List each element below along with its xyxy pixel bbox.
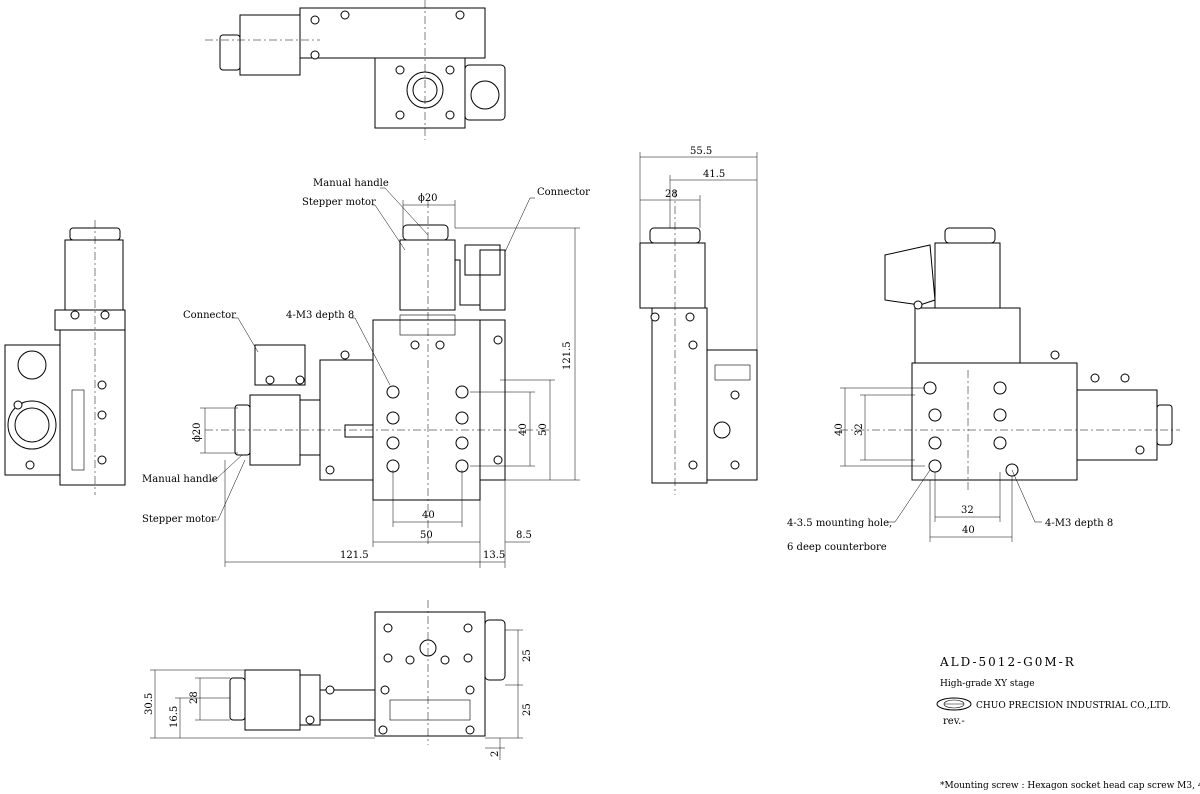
company-logo	[936, 697, 972, 711]
back-view-dimensions	[840, 387, 1013, 542]
top-view	[205, 0, 506, 140]
right-side-view	[639, 190, 758, 495]
dim-back-32-vert: 32	[854, 423, 865, 436]
bottom-view	[229, 600, 506, 745]
dim-front-40-vert: 40	[518, 423, 529, 436]
dim-back-32-horiz: 32	[961, 505, 974, 516]
right-side-dimensions	[639, 152, 758, 350]
dim-bottom-30-5: 30.5	[144, 693, 155, 715]
front-view	[205, 200, 550, 545]
stepper-motor-top-label: Stepper motor	[302, 197, 376, 208]
front-view-dimensions	[200, 200, 580, 568]
mounting-hole-label-line1: 4-3.5 mounting hole,	[787, 518, 892, 529]
dim-phi20-left: ϕ20	[192, 422, 203, 442]
product-subtitle: High-grade XY stage	[940, 679, 1035, 689]
dim-back-40-vert: 40	[834, 423, 845, 436]
manual-handle-bottom-label: Manual handle	[142, 474, 218, 485]
dim-bottom-2: 2	[490, 751, 501, 757]
company-name: CHUO PRECISION INDUSTRIAL CO.,LTD.	[976, 701, 1171, 711]
dim-side-41-5: 41.5	[703, 169, 725, 180]
dim-front-height: 121.5	[562, 341, 573, 370]
dim-bottom-16-5: 16.5	[169, 706, 180, 728]
tapped-holes-back-label: 4-M3 depth 8	[1045, 518, 1113, 529]
title-block: ALD-5012-G0M-R High-grade XY stage CHUO …	[936, 655, 1171, 727]
dim-front-50-horiz: 50	[420, 530, 433, 541]
left-side-view	[4, 220, 126, 495]
model-number: ALD-5012-G0M-R	[939, 655, 1076, 669]
footnote: *Mounting screw : Hexagon socket head ca…	[940, 781, 1200, 791]
connector-left-label: Connector	[183, 310, 236, 321]
dim-front-40-horiz: 40	[422, 510, 435, 521]
dim-back-40-horiz: 40	[962, 525, 975, 536]
dim-bottom-25-top: 25	[522, 649, 533, 662]
dim-phi20-top: ϕ20	[418, 193, 438, 204]
dim-front-8-5: 8.5	[516, 530, 532, 541]
labels: Manual handle Stepper motor Connector Co…	[142, 178, 1113, 553]
leader-lines	[210, 187, 1042, 523]
stepper-motor-bottom-label: Stepper motor	[142, 514, 216, 525]
back-view	[840, 227, 1180, 490]
dim-bottom-25-bottom: 25	[522, 703, 533, 716]
dim-bottom-28: 28	[189, 691, 200, 704]
tapped-holes-front-label: 4-M3 depth 8	[286, 310, 354, 321]
manual-handle-top-label: Manual handle	[313, 178, 389, 189]
dim-side-55-5: 55.5	[690, 146, 712, 157]
connector-top-label: Connector	[537, 187, 590, 198]
dim-front-50-vert: 50	[538, 423, 549, 436]
revision: rev.-	[943, 716, 965, 727]
dim-front-121-5-horiz: 121.5	[340, 550, 369, 561]
dim-side-28: 28	[665, 189, 678, 200]
bottom-view-dimensions	[150, 629, 523, 760]
dim-front-13-5: 13.5	[483, 550, 505, 561]
dimension-values: ϕ20 ϕ20 121.5 40 50 40 50 8.5 121.5 13.5…	[144, 146, 975, 757]
mounting-hole-label-line2: 6 deep counterbore	[787, 542, 887, 553]
